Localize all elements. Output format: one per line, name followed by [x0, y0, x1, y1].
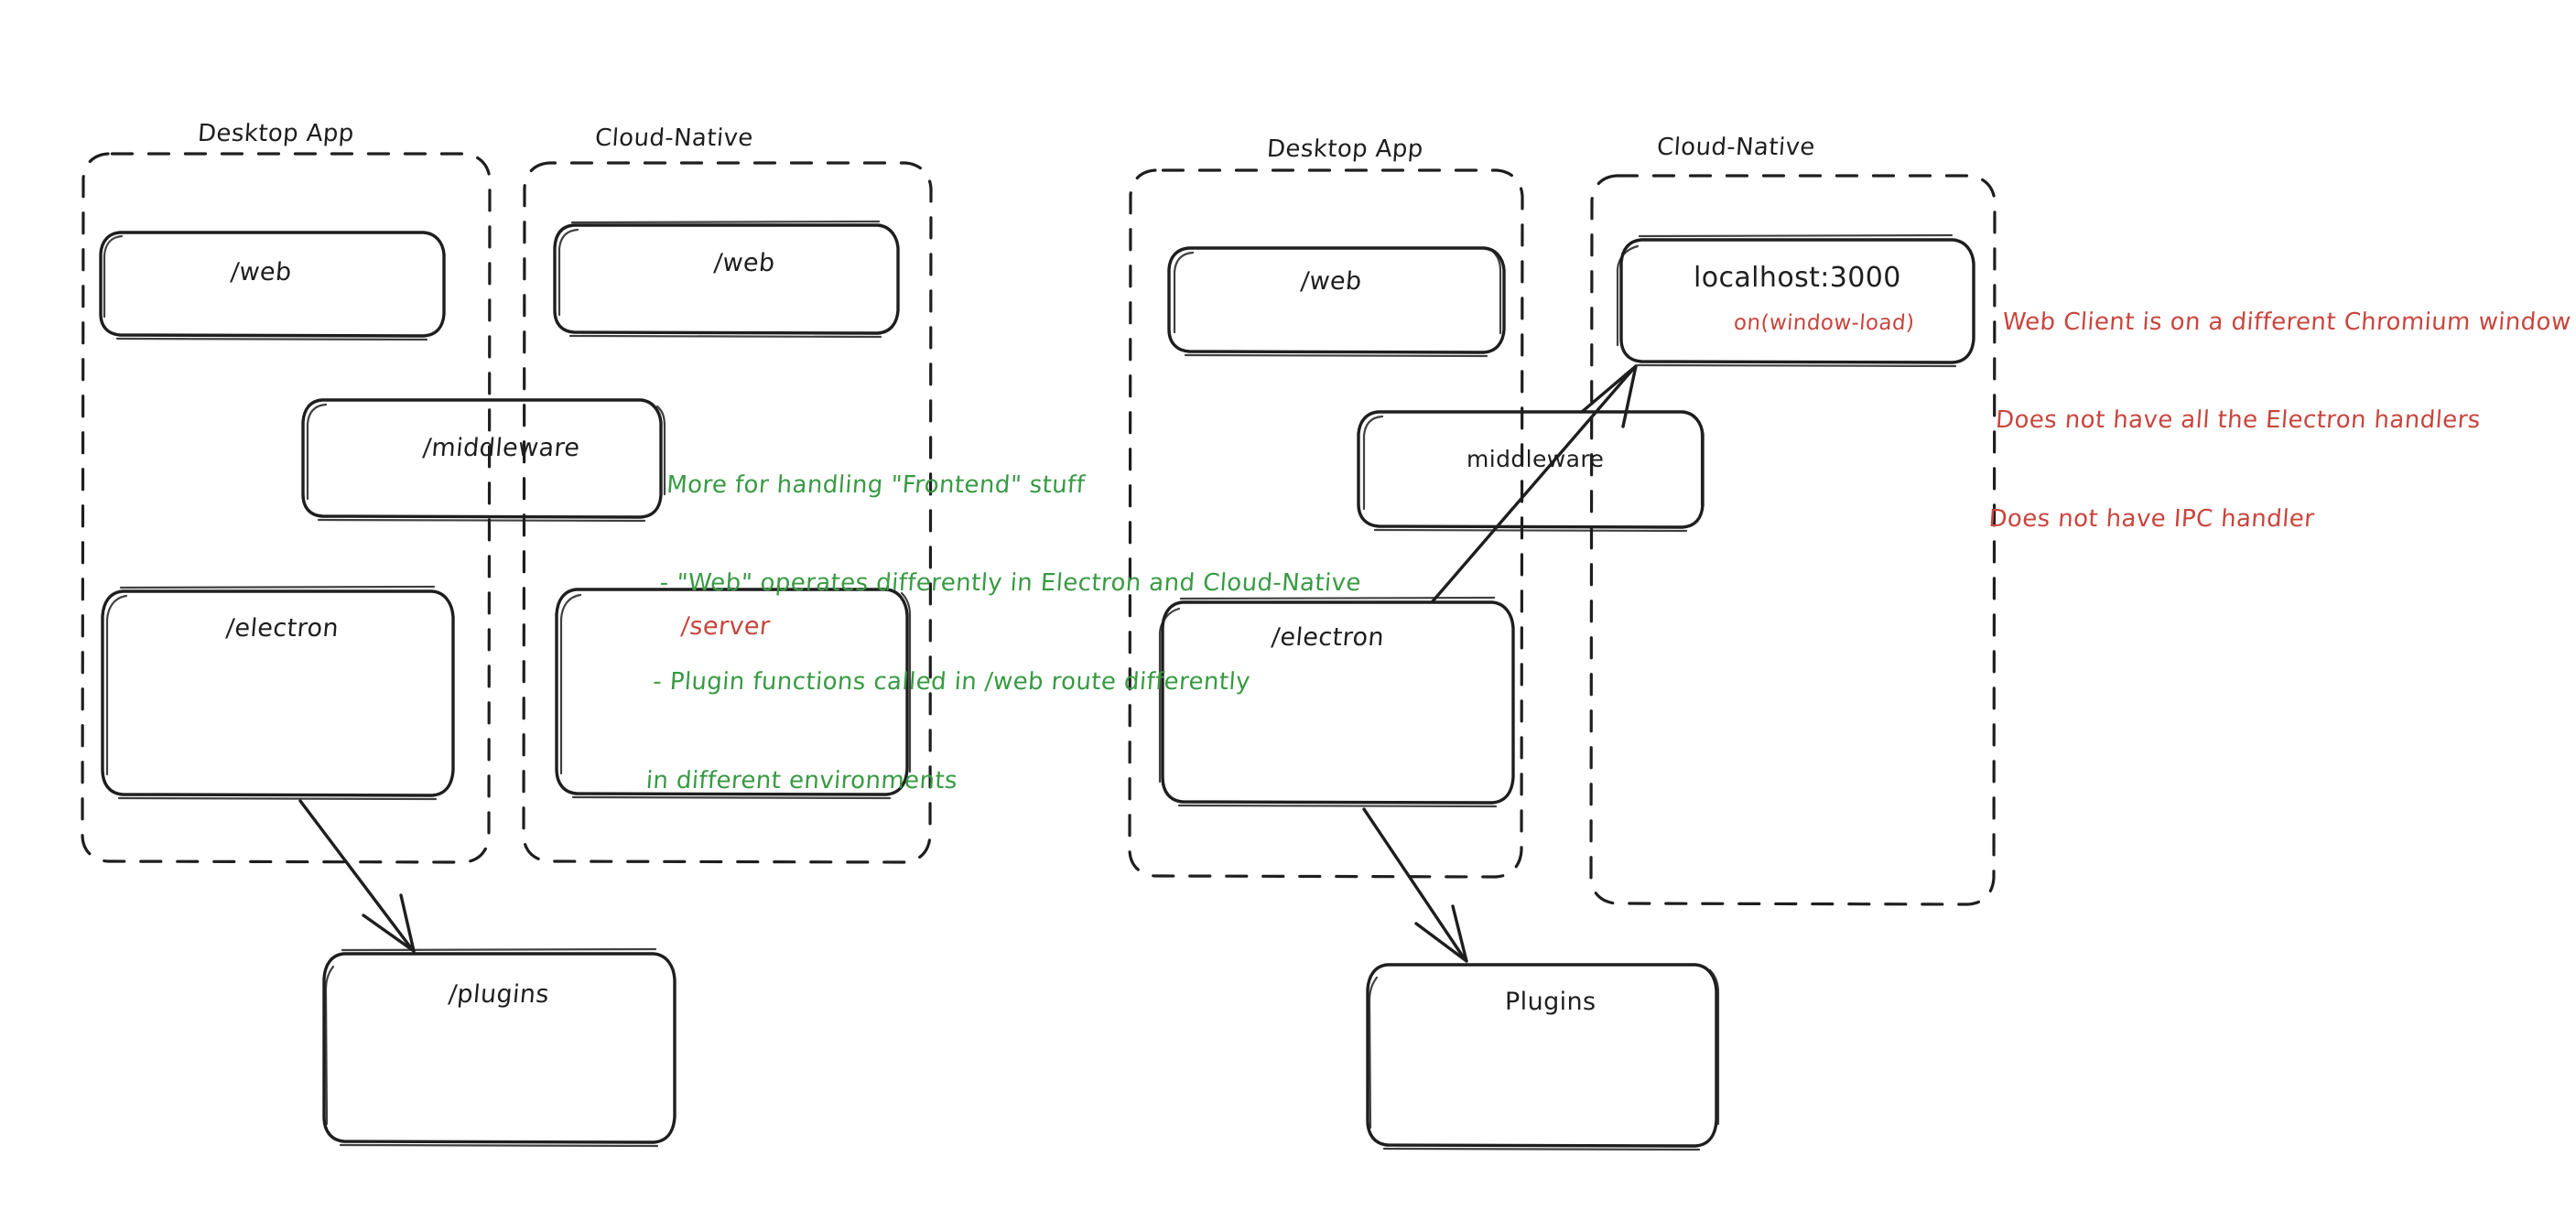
right-plugins-label: Plugins	[1505, 988, 1596, 1016]
right-middleware-label: middleware	[1467, 446, 1605, 472]
red-note-line-1: Web Client is on a different Chromium wi…	[2001, 308, 2572, 336]
left-electron-label: /electron	[224, 614, 341, 643]
green-note-line-4: in different environments	[644, 766, 959, 794]
left-plugins-label: /plugins	[447, 980, 551, 1009]
red-annotation-note: Web Client is on a different Chromium wi…	[1983, 241, 2576, 602]
green-note-line-1: More for handling "Frontend" stuff	[666, 470, 1087, 499]
left-desktop-app-title: Desktop App	[197, 120, 355, 147]
right-cloud-native-title: Cloud-Native	[1656, 134, 1816, 161]
left-desktop-web-label: /web	[229, 258, 293, 286]
green-note-line-3: - Plugin functions called in /web route …	[652, 668, 1251, 696]
right-electron-label: /electron	[1270, 623, 1386, 652]
right-desktop-web-label: /web	[1299, 267, 1363, 296]
red-note-line-3: Does not have IPC handler	[1987, 505, 2316, 533]
right-electron-to-plugins-arrow	[1362, 807, 1468, 963]
left-middleware-label: /middleware	[421, 434, 581, 462]
right-localhost-box	[1616, 233, 1975, 368]
red-note-line-2: Does not have all the Electron handlers	[1995, 406, 2482, 435]
right-localhost-label: localhost:3000	[1694, 262, 1901, 294]
green-annotation-note: More for handling "Frontend" stuff - "We…	[640, 404, 1373, 863]
left-cloud-native-title: Cloud-Native	[594, 124, 754, 152]
right-localhost-sublabel: on(window-load)	[1733, 311, 1916, 335]
green-note-line-2: - "Web" operates differently in Electron…	[658, 569, 1362, 598]
left-cloud-web-label: /web	[712, 249, 776, 277]
right-desktop-app-title: Desktop App	[1266, 135, 1424, 163]
left-electron-to-plugins-arrow	[298, 799, 416, 953]
right-electron-to-localhost-arrow	[1431, 364, 1638, 603]
